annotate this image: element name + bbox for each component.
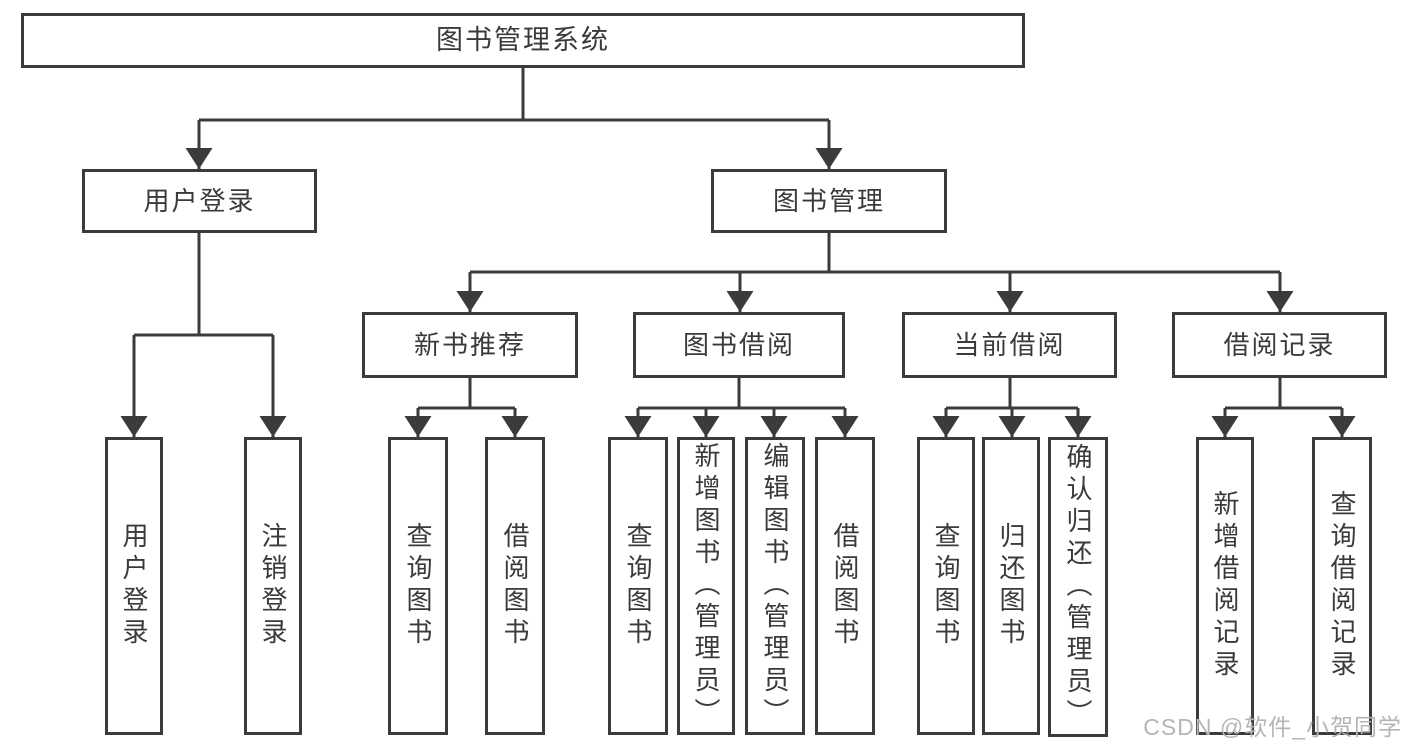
leaf-query-books-recommend: 查询图书 <box>388 437 448 735</box>
node-book-borrowing: 图书借阅 <box>633 312 845 378</box>
node-user-login: 用户登录 <box>82 169 317 233</box>
csdn-watermark: CSDN @软件_小贺同学 <box>1143 714 1402 740</box>
leaf-user-login: 用户登录 <box>105 437 163 735</box>
leaf-edit-books-admin: 编辑图书（管理员） <box>745 437 805 735</box>
leaf-logout: 注销登录 <box>244 437 302 735</box>
node-current-borrowing: 当前借阅 <box>902 312 1117 378</box>
leaf-query-borrow-record: 查询借阅记录 <box>1312 437 1372 735</box>
leaf-confirm-return-admin: 确认归还（管理员） <box>1048 437 1108 737</box>
leaf-borrow-books: 借阅图书 <box>815 437 875 735</box>
leaf-add-books-admin: 新增图书（管理员） <box>677 437 735 735</box>
leaf-return-books: 归还图书 <box>982 437 1040 735</box>
leaf-query-books-current: 查询图书 <box>917 437 975 735</box>
node-borrowing-records: 借阅记录 <box>1172 312 1387 378</box>
leaf-borrow-books-recommend: 借阅图书 <box>485 437 545 735</box>
leaf-add-borrow-record: 新增借阅记录 <box>1196 437 1254 735</box>
leaf-query-books-borrowing: 查询图书 <box>608 437 668 735</box>
node-new-book-recommend: 新书推荐 <box>362 312 578 378</box>
node-library-management-system: 图书管理系统 <box>21 13 1025 68</box>
node-book-management: 图书管理 <box>711 169 947 233</box>
